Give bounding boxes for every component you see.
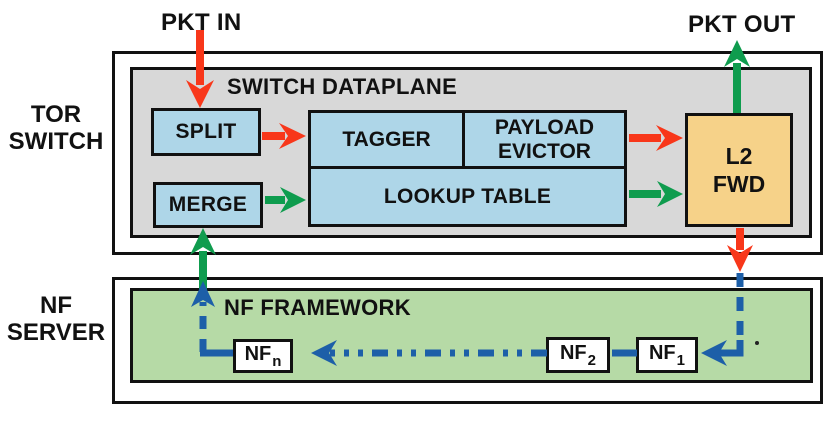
tor-switch-label-line2: SWITCH [8,128,104,155]
tor-switch-label-line1: TOR [30,101,82,128]
nf-server-label-line1: NF [40,292,72,319]
nf-2-label: NF2 [559,341,596,369]
payload-evictor-line2: EVICTOR [498,139,591,163]
lookup-table-box: LOOKUP TABLE [383,184,552,208]
pkt-in-label: PKT IN [161,9,242,36]
nf-n-box: NFn [233,339,293,373]
split-box: SPLIT [151,108,261,156]
switch-dataplane-title: SWITCH DATAPLANE [227,74,458,99]
tor-switch-label: TOR SWITCH [0,101,112,155]
pipeline-table-box: TAGGER PAYLOAD EVICTOR LOOKUP TABLE [308,110,627,227]
l2-fwd-box: L2 FWD [685,113,793,227]
nf-n-label: NFn [244,342,282,370]
nf-2-box: NF2 [546,337,610,373]
nf-framework-title: NF FRAMEWORK [224,295,411,320]
l2-fwd-line2: FWD [712,171,766,197]
payload-evictor-box: PAYLOAD EVICTOR [465,113,624,166]
merge-box: MERGE [153,182,263,228]
tagger-box: TAGGER [311,113,465,166]
nf-1-box: NF1 [636,337,698,373]
nf-1-label: NF1 [648,341,685,369]
pkt-out-label: PKT OUT [688,11,796,38]
payload-evictor-line1: PAYLOAD [494,115,595,139]
nf-server-label: NF SERVER [0,292,112,346]
nf-server-label-line2: SERVER [6,319,106,346]
l2-fwd-line1: L2 [725,143,753,169]
pipeline-top-row: TAGGER PAYLOAD EVICTOR [311,113,624,169]
